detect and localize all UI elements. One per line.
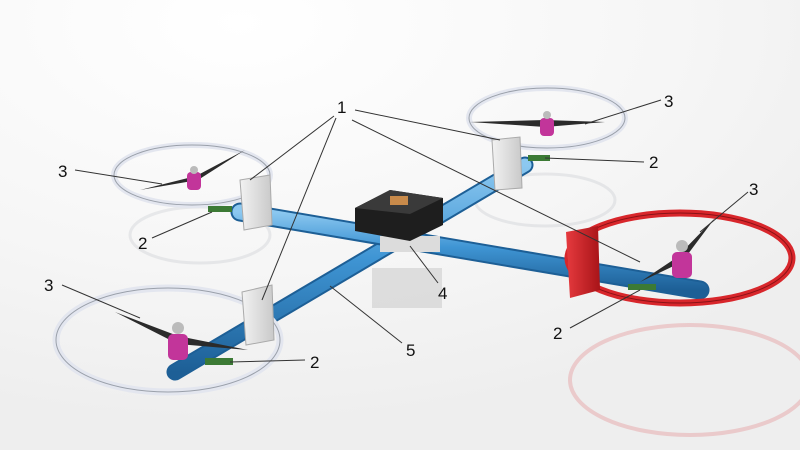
motor-cap xyxy=(543,111,551,119)
leader-lines xyxy=(61,99,749,363)
leader-3-front-right xyxy=(699,191,749,233)
frame-clamp xyxy=(491,136,523,191)
motor xyxy=(187,172,201,190)
callout-frame-clamp: 1 xyxy=(337,98,346,117)
callout-esc-back-right: 2 xyxy=(649,153,658,172)
callout-central-hub: 4 xyxy=(438,284,447,303)
central-hub xyxy=(355,190,443,252)
guard-ring-edge xyxy=(55,287,281,393)
esc-board xyxy=(208,206,232,212)
motor-cap xyxy=(190,166,198,174)
motor xyxy=(672,252,692,278)
callout-labels: 1 3 3 3 3 2 2 2 2 4 5 xyxy=(44,92,758,372)
esc-board xyxy=(205,358,233,365)
leader-1-back-right xyxy=(354,109,501,141)
callout-propeller-back-right: 3 xyxy=(664,92,673,111)
esc-board xyxy=(528,155,550,161)
callout-arm-tube: 5 xyxy=(406,341,415,360)
leader-2-back-right xyxy=(544,157,645,163)
arm-tube-diagonal-a-highlight xyxy=(168,158,532,379)
leader-2-front-left xyxy=(229,359,306,363)
propeller xyxy=(470,120,605,127)
leader-5 xyxy=(329,285,403,344)
hub-mount xyxy=(380,236,440,252)
motor xyxy=(168,334,188,360)
motor-cap xyxy=(172,322,184,334)
callout-esc-back-left: 2 xyxy=(138,234,147,253)
esc-board xyxy=(628,284,656,290)
callout-esc-front-right: 2 xyxy=(553,324,562,343)
leader-4 xyxy=(409,245,439,284)
rotor-front-right xyxy=(564,209,796,307)
hub-sensor xyxy=(390,196,408,205)
leader-2-back-left xyxy=(151,211,213,239)
arm-tube-diagonal-b-highlight xyxy=(232,204,708,298)
callout-esc-front-left: 2 xyxy=(310,353,319,372)
leader-2-front-right xyxy=(569,289,641,329)
leader-1-back-left xyxy=(249,115,335,181)
motor xyxy=(540,118,554,136)
arm-tubes xyxy=(166,156,710,381)
leader-3-front-left xyxy=(61,284,141,319)
leader-3-back-left xyxy=(74,169,163,185)
leader-3-back-right xyxy=(584,99,662,125)
callout-propeller-front-left: 3 xyxy=(44,276,53,295)
rotor-back-left xyxy=(111,142,273,231)
frame-clamp xyxy=(566,226,600,298)
motor-cap xyxy=(676,240,688,252)
callout-propeller-front-right: 3 xyxy=(749,180,758,199)
rotor-back-right xyxy=(466,85,628,191)
callout-propeller-back-left: 3 xyxy=(58,162,67,181)
guard-ring-edge xyxy=(468,87,626,149)
frame-clamp xyxy=(239,174,273,231)
rotor-front-left xyxy=(52,284,284,396)
frame-clamp xyxy=(241,284,275,346)
leader-1-front-left xyxy=(261,117,337,301)
leader-1-front-right xyxy=(351,119,641,263)
